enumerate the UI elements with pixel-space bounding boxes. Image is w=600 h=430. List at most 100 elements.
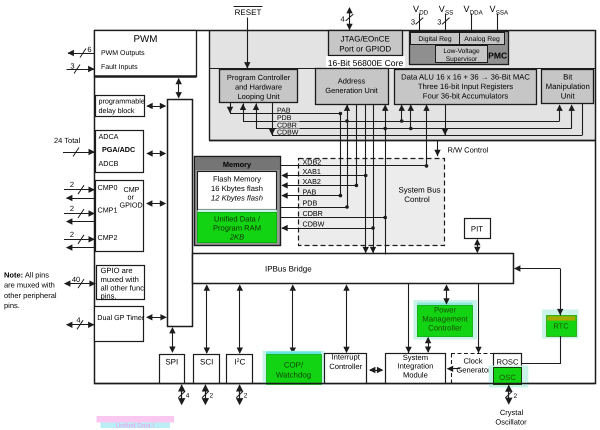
svg-text:Controller: Controller [329,362,362,371]
svg-text:Port or GPIOD: Port or GPIOD [339,44,391,53]
svg-text:2: 2 [210,393,214,400]
svg-text:Crystal: Crystal [500,408,524,417]
svg-text:Three 16-bit Input Registers: Three 16-bit Input Registers [418,82,513,91]
svg-text:CMP2: CMP2 [98,233,118,242]
svg-text:6: 6 [87,45,91,54]
svg-text:System: System [403,353,428,362]
svg-text:R/W Control: R/W Control [448,145,489,154]
svg-text:SCI: SCI [200,358,213,367]
svg-text:SPI: SPI [165,358,178,367]
svg-text:3: 3 [437,17,441,26]
svg-text:Fault Inputs: Fault Inputs [101,63,138,71]
svg-text:XAB2: XAB2 [303,177,321,186]
svg-text:PMC: PMC [488,50,507,60]
svg-text:Clock: Clock [464,356,483,365]
svg-text:40: 40 [72,275,80,284]
svg-text:Flash Memory: Flash Memory [213,174,261,183]
svg-text:muxed with: muxed with [101,275,139,284]
svg-text:ADCB: ADCB [99,159,119,168]
svg-text:ROSC: ROSC [497,357,519,366]
svg-text:Unit: Unit [561,91,576,100]
svg-text:Memory: Memory [223,160,252,169]
svg-text:16 Kbytes flash: 16 Kbytes flash [211,184,263,193]
svg-text:PGA/ADC: PGA/ADC [102,145,135,154]
svg-text:Module: Module [403,370,428,379]
svg-text:other peripheral: other peripheral [4,291,57,300]
svg-text:delay block: delay block [99,106,135,115]
svg-text:3: 3 [411,17,415,26]
svg-text:Generation Unit: Generation Unit [325,86,378,95]
svg-text:2: 2 [70,230,74,239]
svg-text:Data ALU 16 x 16 + 36 → 36-Bit: Data ALU 16 x 16 + 36 → 36-Bit MAC [401,72,530,81]
svg-text:4: 4 [341,15,345,24]
svg-text:PWM: PWM [134,34,158,45]
svg-text:CDBR: CDBR [303,209,323,218]
svg-text:2: 2 [514,393,518,400]
svg-text:Looping Unit: Looping Unit [237,92,280,101]
svg-text:Dual GP Timer: Dual GP Timer [97,313,145,322]
svg-text:Unified Data /: Unified Data / [214,215,261,224]
svg-text:Low-Voltage: Low-Voltage [443,48,480,55]
svg-text:Integration: Integration [397,362,433,371]
svg-text:DD: DD [419,9,428,16]
svg-text:CDBR: CDBR [277,122,297,129]
svg-text:JTAG/EOnCE: JTAG/EOnCE [341,34,390,43]
svg-text:12 Kbytes flash: 12 Kbytes flash [211,194,263,203]
svg-text:V: V [439,4,445,14]
svg-text:Note: All pins: Note: All pins [4,270,49,279]
svg-text:2KB: 2KB [229,233,244,242]
svg-text:Interrupt: Interrupt [332,353,361,362]
svg-text:RESET: RESET [235,8,262,17]
svg-text:pins.: pins. [4,301,20,310]
svg-text:Generator: Generator [456,365,491,374]
svg-text:Supervisor: Supervisor [446,56,478,63]
svg-text:I2C: I2C [234,358,245,367]
svg-text:PDB: PDB [277,115,292,122]
svg-text:16-Bit 56800E Core: 16-Bit 56800E Core [328,58,404,68]
svg-text:CMP1: CMP1 [98,206,118,215]
svg-text:Watchdog: Watchdog [276,370,311,379]
svg-text:2: 2 [244,393,248,400]
svg-text:CMP0: CMP0 [98,183,118,192]
svg-text:4: 4 [186,393,190,400]
svg-text:OSC: OSC [499,373,516,382]
svg-text:Bit: Bit [563,72,573,81]
svg-text:RTC: RTC [553,322,569,331]
svg-text:4: 4 [76,316,80,325]
svg-text:pins.: pins. [101,291,117,300]
svg-text:all other func: all other func [101,283,145,292]
svg-text:Control: Control [404,195,430,204]
svg-text:XAB1: XAB1 [303,167,321,176]
svg-text:are muxed with: are muxed with [4,281,55,290]
svg-text:and Hardware: and Hardware [235,82,282,91]
svg-text:2: 2 [70,204,74,213]
svg-text:PWM Outputs: PWM Outputs [101,50,145,57]
svg-text:Unified Data /: Unified Data / [116,422,155,429]
svg-text:GPIO are: GPIO are [101,266,133,275]
svg-text:V: V [464,4,470,14]
svg-text:CDBW: CDBW [303,220,325,229]
svg-text:Power: Power [434,306,457,315]
svg-text:DDA: DDA [470,9,484,16]
svg-text:Program Controller: Program Controller [227,73,291,82]
svg-text:CMP: CMP [124,185,140,194]
svg-text:Four 36-bit Accumulators: Four 36-bit Accumulators [423,91,509,100]
svg-text:SS: SS [445,9,453,16]
svg-text:V: V [490,4,496,14]
svg-text:COP/: COP/ [284,360,304,369]
svg-text:Manipulation: Manipulation [546,82,590,91]
svg-text:Digital Reg: Digital Reg [418,36,451,43]
svg-text:3: 3 [70,62,74,71]
svg-text:PIT: PIT [471,224,483,233]
svg-text:programmable: programmable [99,97,145,106]
svg-text:V: V [413,4,419,14]
svg-text:2: 2 [70,180,74,189]
svg-text:Analog Reg: Analog Reg [464,36,500,43]
svg-text:GPIOD: GPIOD [120,201,143,210]
svg-text:PAB: PAB [303,187,317,196]
svg-text:or: or [128,193,135,202]
svg-text:Management: Management [422,315,468,324]
svg-text:PAB: PAB [277,107,291,114]
svg-text:ADCA: ADCA [99,132,119,141]
svg-text:Address: Address [338,77,366,86]
